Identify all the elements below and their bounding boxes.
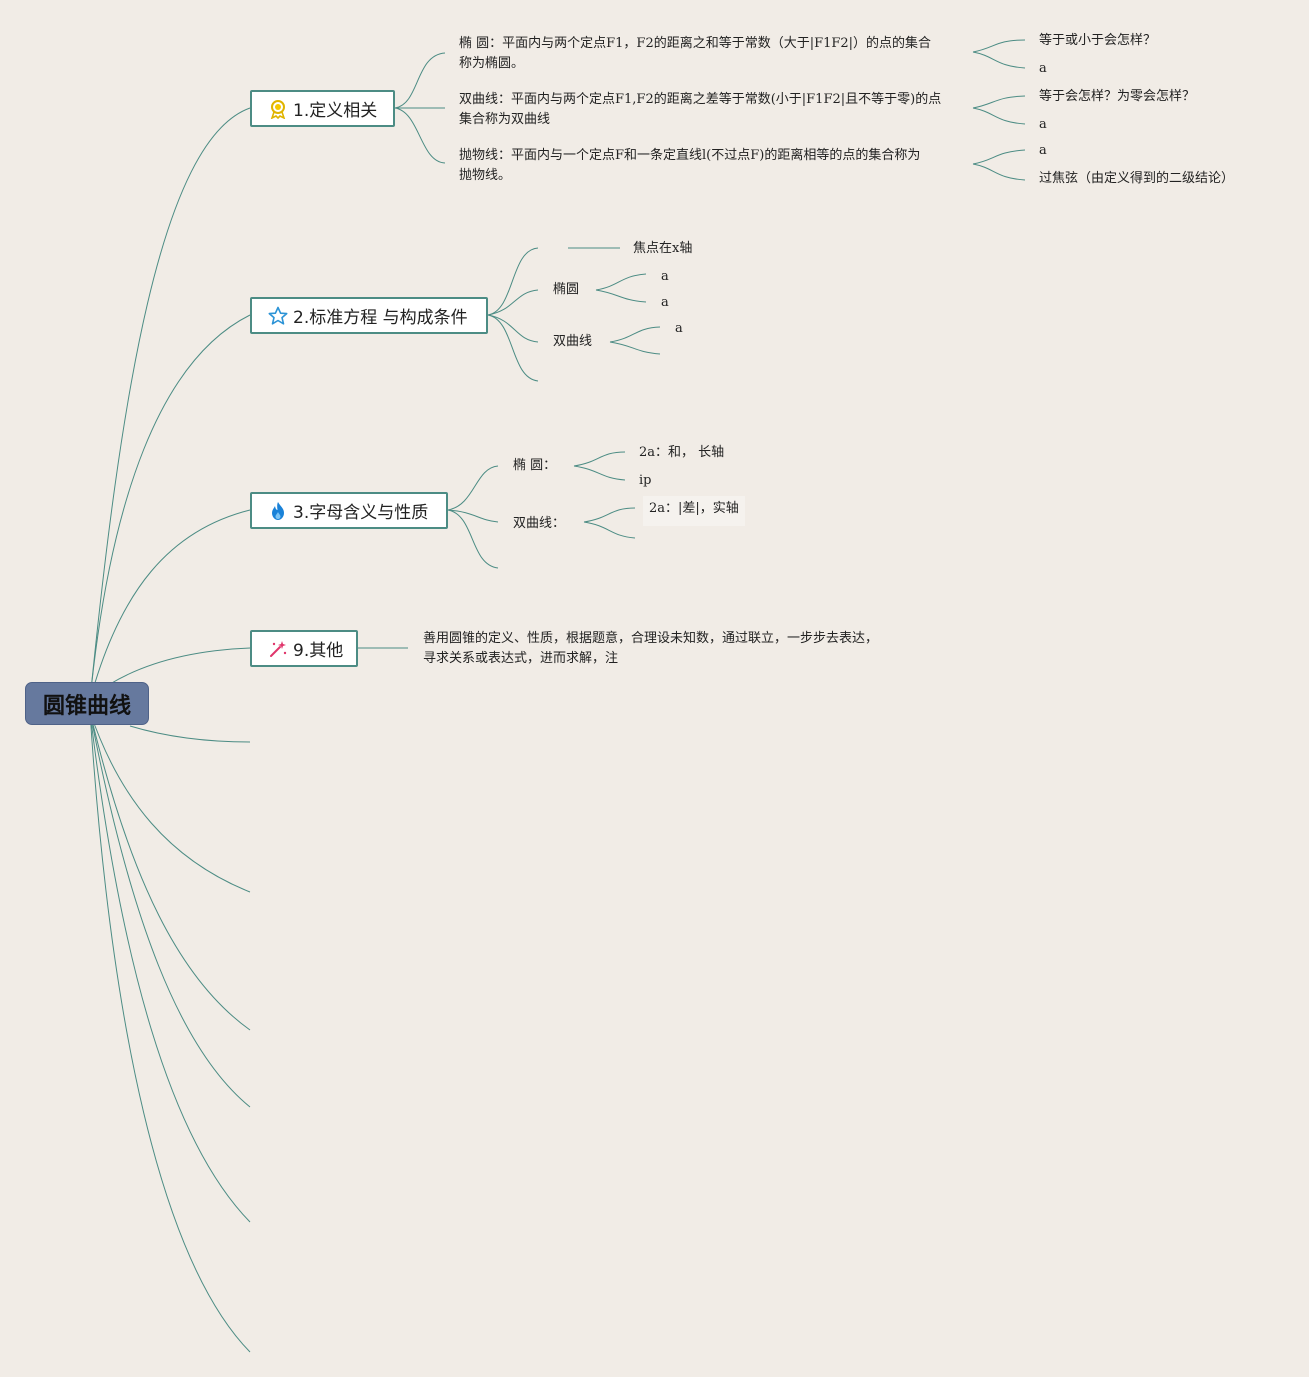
text-line: 称为椭圆。 — [459, 56, 525, 71]
topic-label: 1.定义相关 — [293, 101, 378, 121]
subtopic-node[interactable]: 椭 圆： — [513, 458, 557, 473]
text-line: 椭 圆：平面内与两个定点F1，F2的距离之和等于常数（大于|F1F2|）的点的集… — [459, 36, 932, 51]
text-line: 集合称为双曲线 — [459, 112, 551, 127]
topic-label: 3.字母含义与性质 — [293, 503, 429, 523]
definition-parabola[interactable]: 抛物线：平面内与一个定点F和一条定直线l(不过点F)的距离相等的点的集合称为 抛… — [459, 146, 920, 186]
fire-icon — [268, 501, 288, 521]
topic-label: 9.其他 — [293, 641, 344, 661]
subtopic-node[interactable]: a — [661, 295, 669, 310]
topic-standard-equation[interactable]: 2.标准方程 与构成条件 — [250, 297, 488, 334]
definition-ellipse[interactable]: 椭 圆：平面内与两个定点F1，F2的距离之和等于常数（大于|F1F2|）的点的集… — [459, 34, 931, 74]
subtopic-node[interactable]: 椭圆 — [553, 282, 580, 297]
subtopic-node[interactable]: 焦点在x轴 — [633, 241, 693, 256]
text-line: 寻求关系或表达式，进而求解，注 — [423, 651, 619, 666]
note-text[interactable]: 善用圆锥的定义、性质，根据题意，合理设未知数，通过联立，一步步去表达， 寻求关系… — [423, 629, 878, 669]
subtopic-node[interactable]: a — [661, 269, 669, 284]
subtopic-node[interactable]: 双曲线 — [553, 334, 593, 349]
subtopic-node[interactable]: ip — [639, 473, 652, 488]
subtopic-node[interactable]: 2a：和， 长轴 — [639, 445, 725, 460]
subtopic-node[interactable]: a — [1039, 143, 1047, 158]
topic-others[interactable]: 9.其他 — [250, 630, 358, 667]
subtopic-node[interactable]: 2a：|差|，实轴 — [643, 496, 745, 526]
subtopic-node[interactable]: 等于会怎样？为零会怎样？ — [1039, 89, 1196, 104]
medal-icon — [268, 99, 288, 119]
subtopic-node[interactable]: a — [1039, 117, 1047, 132]
root-topic[interactable]: 圆锥曲线 — [25, 682, 149, 725]
topic-letter-meaning[interactable]: 3.字母含义与性质 — [250, 492, 448, 529]
magic-wand-icon — [268, 639, 288, 659]
star-icon — [268, 306, 288, 326]
topic-label: 2.标准方程 与构成条件 — [293, 308, 468, 328]
definition-hyperbola[interactable]: 双曲线：平面内与两个定点F1,F2的距离之差等于常数(小于|F1F2|且不等于零… — [459, 90, 941, 130]
subtopic-node[interactable]: 双曲线： — [513, 516, 566, 531]
text-line: 双曲线：平面内与两个定点F1,F2的距离之差等于常数(小于|F1F2|且不等于零… — [459, 92, 942, 107]
topic-definition[interactable]: 1.定义相关 — [250, 90, 395, 127]
subtopic-node[interactable]: a — [1039, 61, 1047, 76]
subtopic-node[interactable]: 过焦弦（由定义得到的二级结论） — [1039, 171, 1235, 186]
subtopic-node[interactable]: a — [675, 321, 683, 336]
root-label: 圆锥曲线 — [42, 693, 131, 719]
text-line: 抛物线。 — [459, 168, 512, 183]
text-line: 抛物线：平面内与一个定点F和一条定直线l(不过点F)的距离相等的点的集合称为 — [459, 148, 921, 163]
text-line: 善用圆锥的定义、性质，根据题意，合理设未知数，通过联立，一步步去表达， — [423, 631, 879, 646]
subtopic-node[interactable]: 等于或小于会怎样？ — [1039, 33, 1157, 48]
